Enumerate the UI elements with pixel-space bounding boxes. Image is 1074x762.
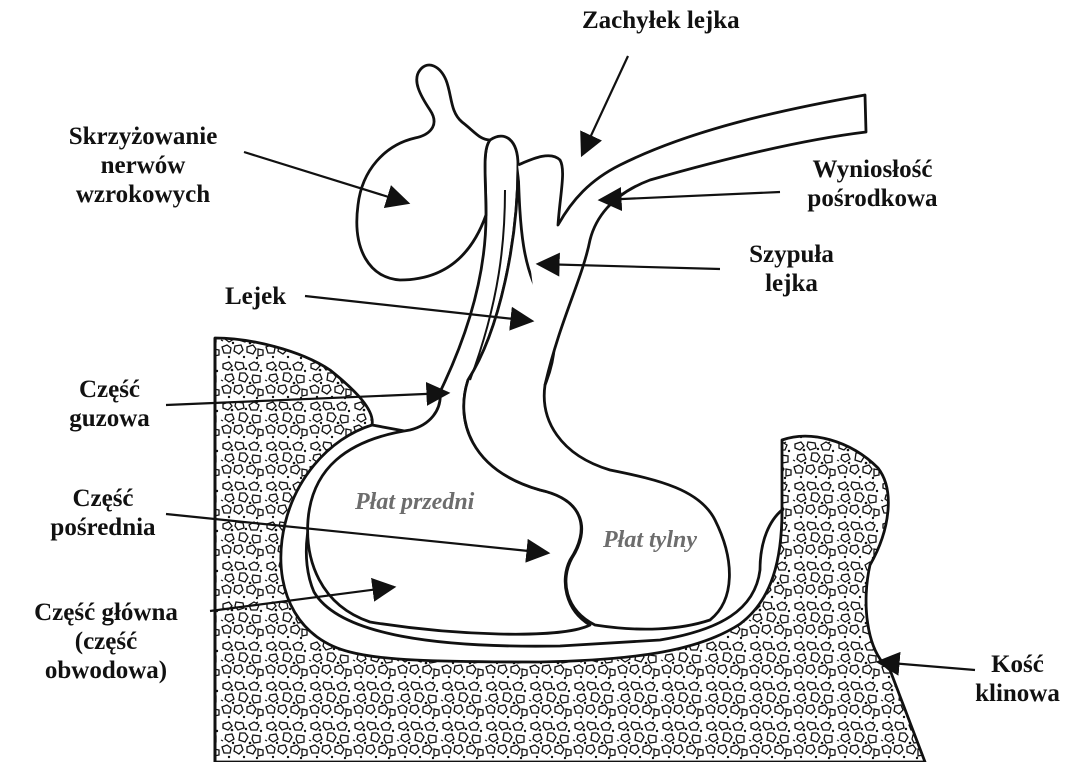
label-plat-przedni: Płat przedni [355, 488, 474, 516]
label-line: (część [2, 627, 210, 656]
label-line: nerwów [38, 151, 248, 180]
label-kosc-klinowa: Kość klinowa [965, 650, 1070, 708]
label-line: wzrokowych [38, 180, 248, 209]
label-plat-tylny: Płat tylny [603, 526, 697, 554]
label-czesc-guzowa: Część guzowa [52, 375, 167, 433]
label-line: Wyniosłość [780, 155, 965, 184]
label-line: obwodowa) [2, 656, 210, 685]
arrow-kosc [878, 662, 975, 670]
arrow-zachylek [582, 56, 628, 155]
label-line: Część [52, 375, 167, 404]
label-line: pośrodkowa [780, 184, 965, 213]
label-line: Skrzyżowanie [38, 122, 248, 151]
label-line: pośrednia [38, 513, 168, 542]
label-wyniosłosc-posrodkowa: Wyniosłość pośrodkowa [780, 155, 965, 213]
label-line: Część [38, 484, 168, 513]
optic-chiasm [357, 65, 490, 280]
label-czesc-posrednia: Część pośrednia [38, 484, 168, 542]
label-line: guzowa [52, 404, 167, 433]
label-line: lejka [724, 269, 859, 298]
arrow-wyniosłosc [600, 192, 780, 200]
label-line: Szypuła [724, 240, 859, 269]
label-line: Kość [965, 650, 1070, 679]
label-szypula-lejka: Szypuła lejka [724, 240, 859, 298]
label-lejek: Lejek [225, 282, 286, 311]
label-czesc-glowna: Część główna (część obwodowa) [2, 598, 210, 685]
label-skrzyzowanie-nerwow: Skrzyżowanie nerwów wzrokowych [38, 122, 248, 209]
label-line: Część główna [2, 598, 210, 627]
label-zachylek-lejka: Zachyłek lejka [582, 6, 740, 35]
label-line: klinowa [965, 679, 1070, 708]
